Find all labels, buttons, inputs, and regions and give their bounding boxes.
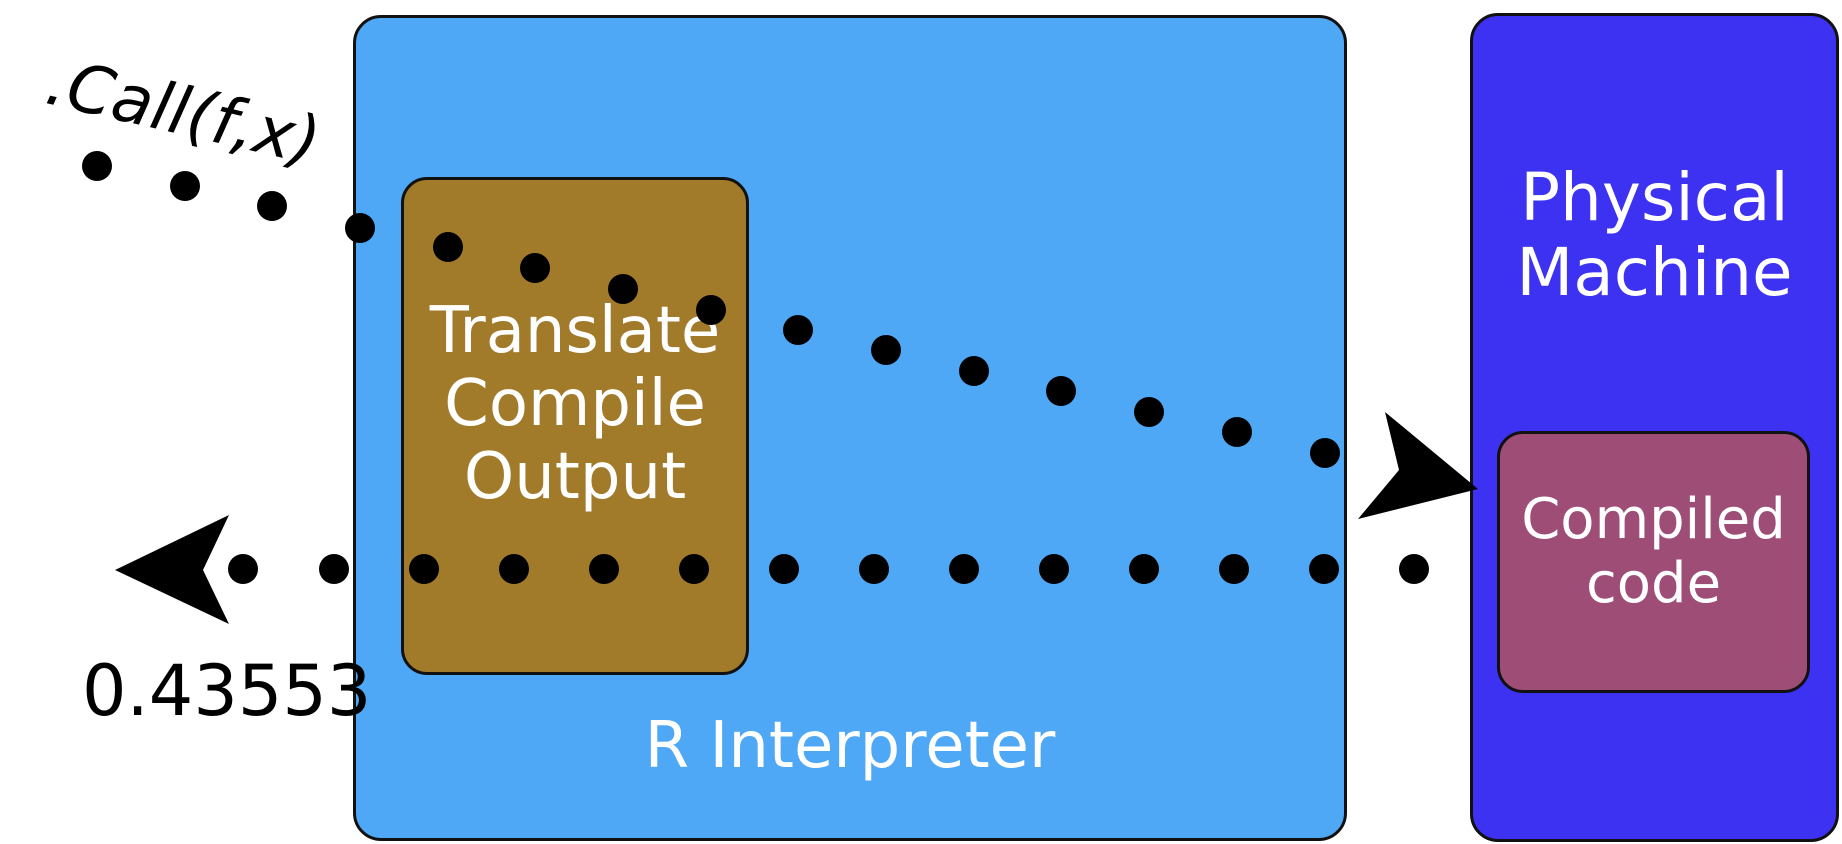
call-path-dot (345, 213, 375, 243)
translate-compile-box (401, 177, 749, 675)
return-path-dot (1129, 554, 1159, 584)
return-path-dot (409, 554, 439, 584)
return-path-dot (1039, 554, 1069, 584)
call-path-dot (170, 171, 200, 201)
compiled-code-line-2: code (1585, 550, 1722, 616)
return-path-dot (319, 554, 349, 584)
compiled-code-label: Compiled code (1497, 488, 1810, 616)
call-path-dot (608, 274, 638, 304)
physical-machine-box (1470, 13, 1839, 842)
call-path-dot (1310, 438, 1340, 468)
call-path-dot (871, 335, 901, 365)
return-path-dot (679, 554, 709, 584)
translate-line: Translate (429, 294, 721, 368)
call-path-dot (257, 191, 287, 221)
return-path-dot (949, 554, 979, 584)
call-path-dot (696, 295, 726, 325)
physical-machine-line-2: Machine (1516, 234, 1793, 312)
result-value: 0.43553 (82, 650, 372, 732)
physical-machine-line-1: Physical (1520, 159, 1789, 236)
call-path-dot (520, 253, 550, 283)
return-path-dot (1219, 554, 1249, 584)
return-path-dot (1399, 554, 1429, 584)
call-path-dot (1222, 417, 1252, 447)
return-path-dot (499, 554, 529, 584)
call-path-dot (1134, 397, 1164, 427)
return-path-dot (228, 554, 258, 584)
call-arrowhead (1358, 412, 1478, 519)
compiled-code-box (1497, 431, 1810, 693)
call-path-dot (783, 315, 813, 345)
return-path-dot (1309, 554, 1339, 584)
translate-compile-label: Translate Compile Output (401, 295, 749, 514)
call-path-dot (1046, 376, 1076, 406)
physical-machine-label: Physical Machine (1470, 159, 1839, 312)
call-path-dot (959, 356, 989, 386)
result-arrowhead (115, 515, 229, 624)
call-path-dot (82, 151, 112, 181)
return-path-dot (589, 554, 619, 584)
r-interpreter-label: R Interpreter (644, 709, 1056, 783)
call-path-dot (433, 232, 463, 262)
return-path-dot (769, 554, 799, 584)
return-path-dot (859, 554, 889, 584)
output-line: Output (463, 439, 687, 514)
compiled-code-line-1: Compiled (1521, 487, 1786, 552)
compile-line: Compile (444, 366, 706, 441)
